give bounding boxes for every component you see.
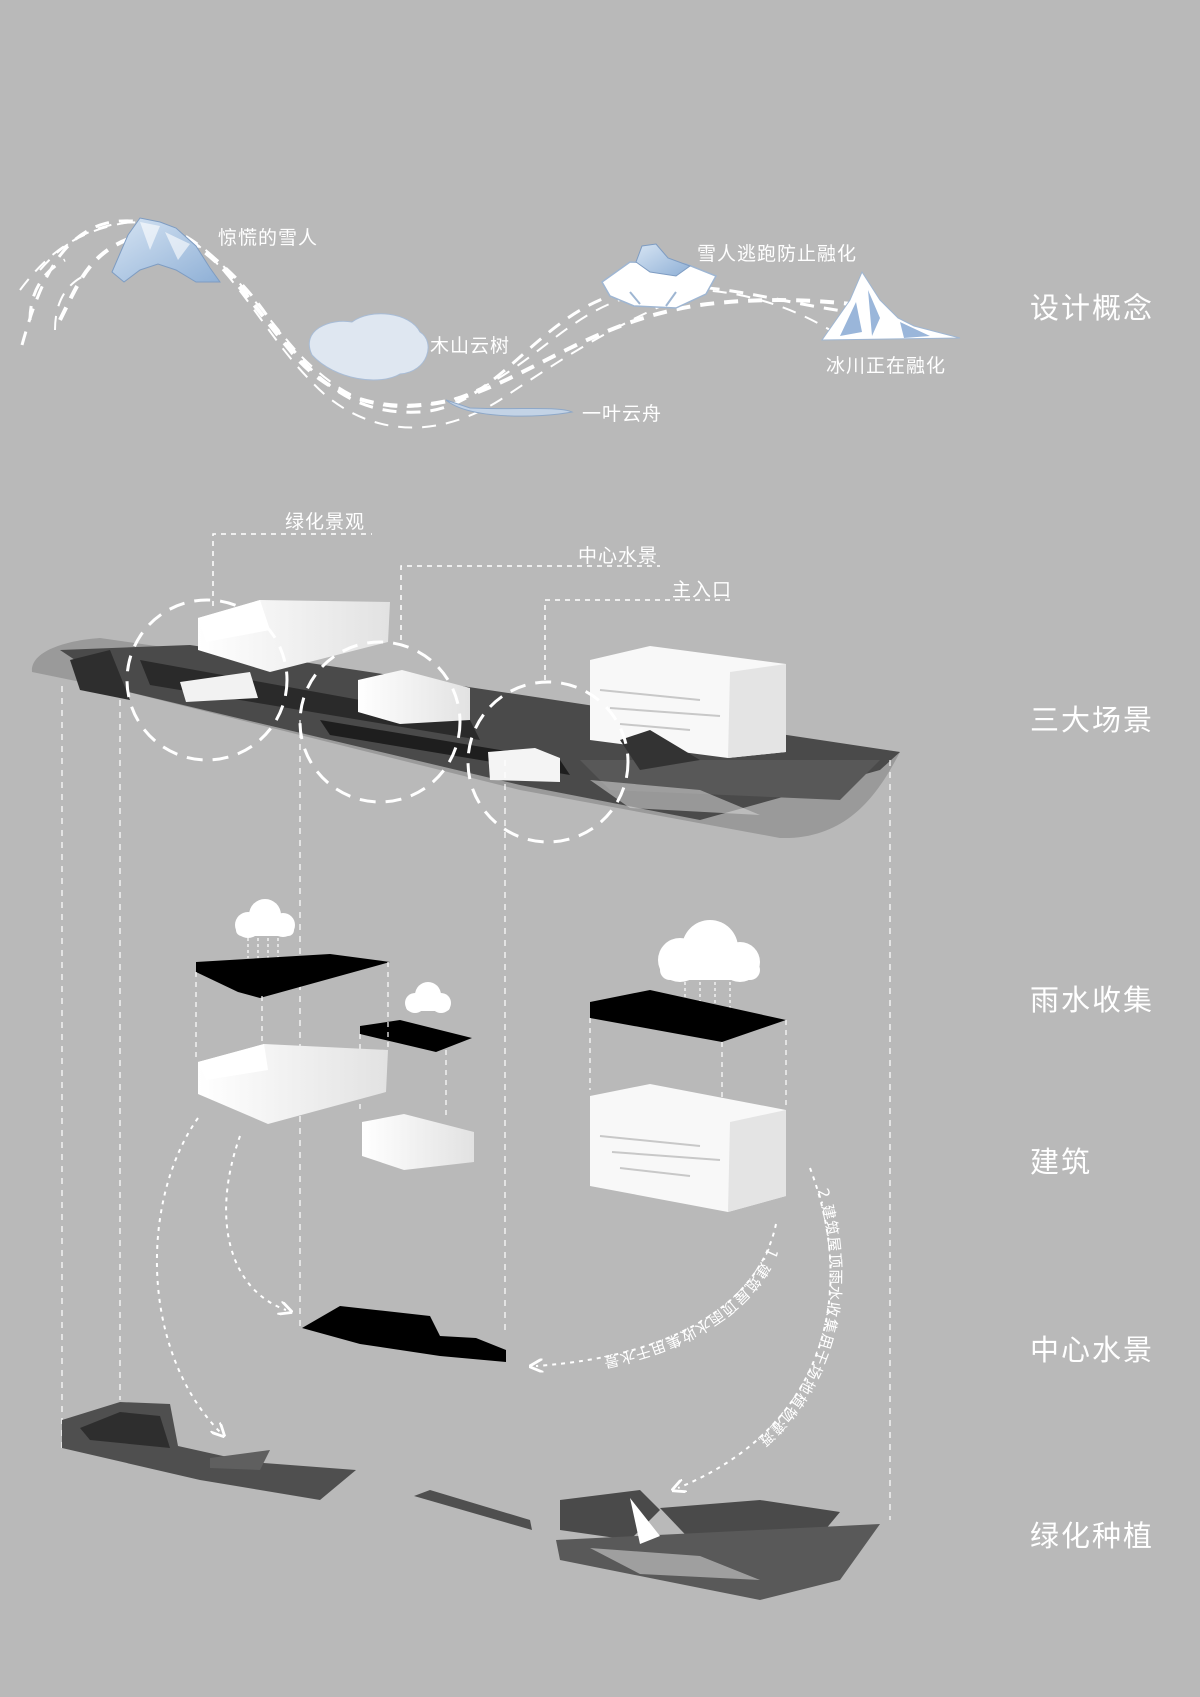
title-design-concept: 设计概念 (1030, 291, 1154, 325)
flow-arrows (155, 1117, 832, 1488)
title-building: 建筑 (1030, 1145, 1092, 1179)
concept-label-leaf-boat: 一叶云舟 (582, 403, 662, 425)
planting-layer (62, 1402, 880, 1600)
cloud-tree-icon (308, 313, 429, 381)
rain-cloud-icon (235, 899, 295, 938)
roof-b-shape (360, 1020, 472, 1052)
rain-cloud-icon (405, 982, 451, 1013)
projection-lines (61, 686, 891, 1520)
rain-collection-layer (195, 899, 787, 1120)
flow-label-2: 2.建筑屋顶雨水收集用于场地植物灌溉 (754, 1186, 844, 1450)
svg-text:2.建筑屋顶雨水收集用于场地植物灌溉: 2.建筑屋顶雨水收集用于场地植物灌溉 (754, 1186, 844, 1450)
title-green-planting: 绿化种植 (1030, 1519, 1154, 1553)
rain-cloud-icon (658, 920, 760, 982)
roof-main-shape (590, 990, 786, 1042)
concept-label-glacier: 冰川正在融化 (826, 355, 946, 377)
leaf-boat-icon (445, 399, 574, 417)
callout-water: 中心水景 (578, 545, 658, 567)
building-b-shape (362, 1114, 474, 1170)
title-rain-collection: 雨水收集 (1030, 983, 1154, 1017)
concept-label-escaping-snowman: 雪人逃跑防止融化 (697, 243, 857, 265)
escaping-snowman-icon (601, 243, 718, 309)
callout-leaders (212, 533, 735, 680)
snowman-sculpture-icon (111, 217, 221, 283)
flow-label-2-text: 2.建筑屋顶雨水收集用于场地植物灌溉 (754, 1186, 843, 1450)
title-three-scenes: 三大场景 (1030, 703, 1154, 737)
rain-lines (247, 938, 279, 958)
callout-entrance: 主入口 (672, 579, 732, 601)
callout-greening: 绿化景观 (285, 511, 365, 533)
glacier-icon (821, 270, 961, 341)
concept-section: 惊慌的雪人 木山云树 一叶云舟 雪人逃跑防止融化 冰川正在融化 (19, 217, 961, 429)
central-water-shape (302, 1306, 506, 1362)
concept-label-cloud-tree: 木山云树 (430, 335, 510, 357)
flow-label-1: 1.建筑屋顶雨水收集用于水景 (601, 1245, 782, 1371)
concept-label-snowman: 惊慌的雪人 (218, 227, 318, 249)
title-central-water: 中心水景 (1030, 1333, 1154, 1367)
site-model (31, 533, 900, 844)
svg-text:1.建筑屋顶雨水收集用于水景: 1.建筑屋顶雨水收集用于水景 (601, 1245, 782, 1371)
section-titles: 设计概念 三大场景 雨水收集 建筑 中心水景 绿化种植 (1030, 291, 1154, 1553)
building-layer (198, 1044, 786, 1212)
scene-circles (125, 598, 630, 844)
roof-a-shape (196, 954, 390, 998)
flow-label-1-text: 1.建筑屋顶雨水收集用于水景 (601, 1245, 781, 1371)
rain-lines (684, 982, 731, 1010)
roof-to-building-dashes (195, 962, 787, 1120)
